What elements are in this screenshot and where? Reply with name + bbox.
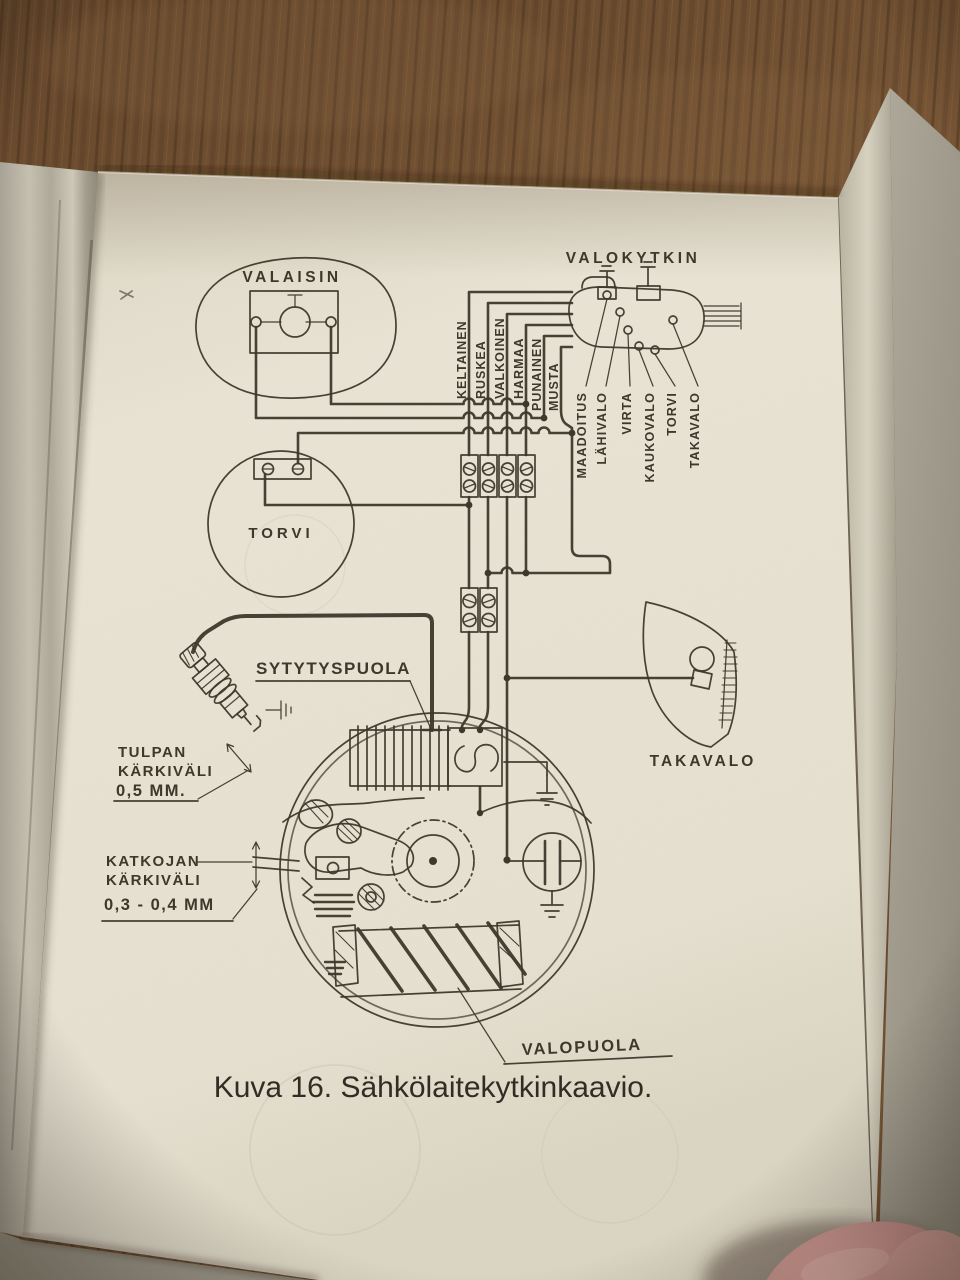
- film-grain: [0, 0, 960, 1280]
- scene: VALAISIN VALOKYTKIN MAADOITUS LÄHIVALO V…: [0, 0, 960, 1280]
- book-photo: VALAISIN VALOKYTKIN MAADOITUS LÄHIVALO V…: [0, 0, 960, 1280]
